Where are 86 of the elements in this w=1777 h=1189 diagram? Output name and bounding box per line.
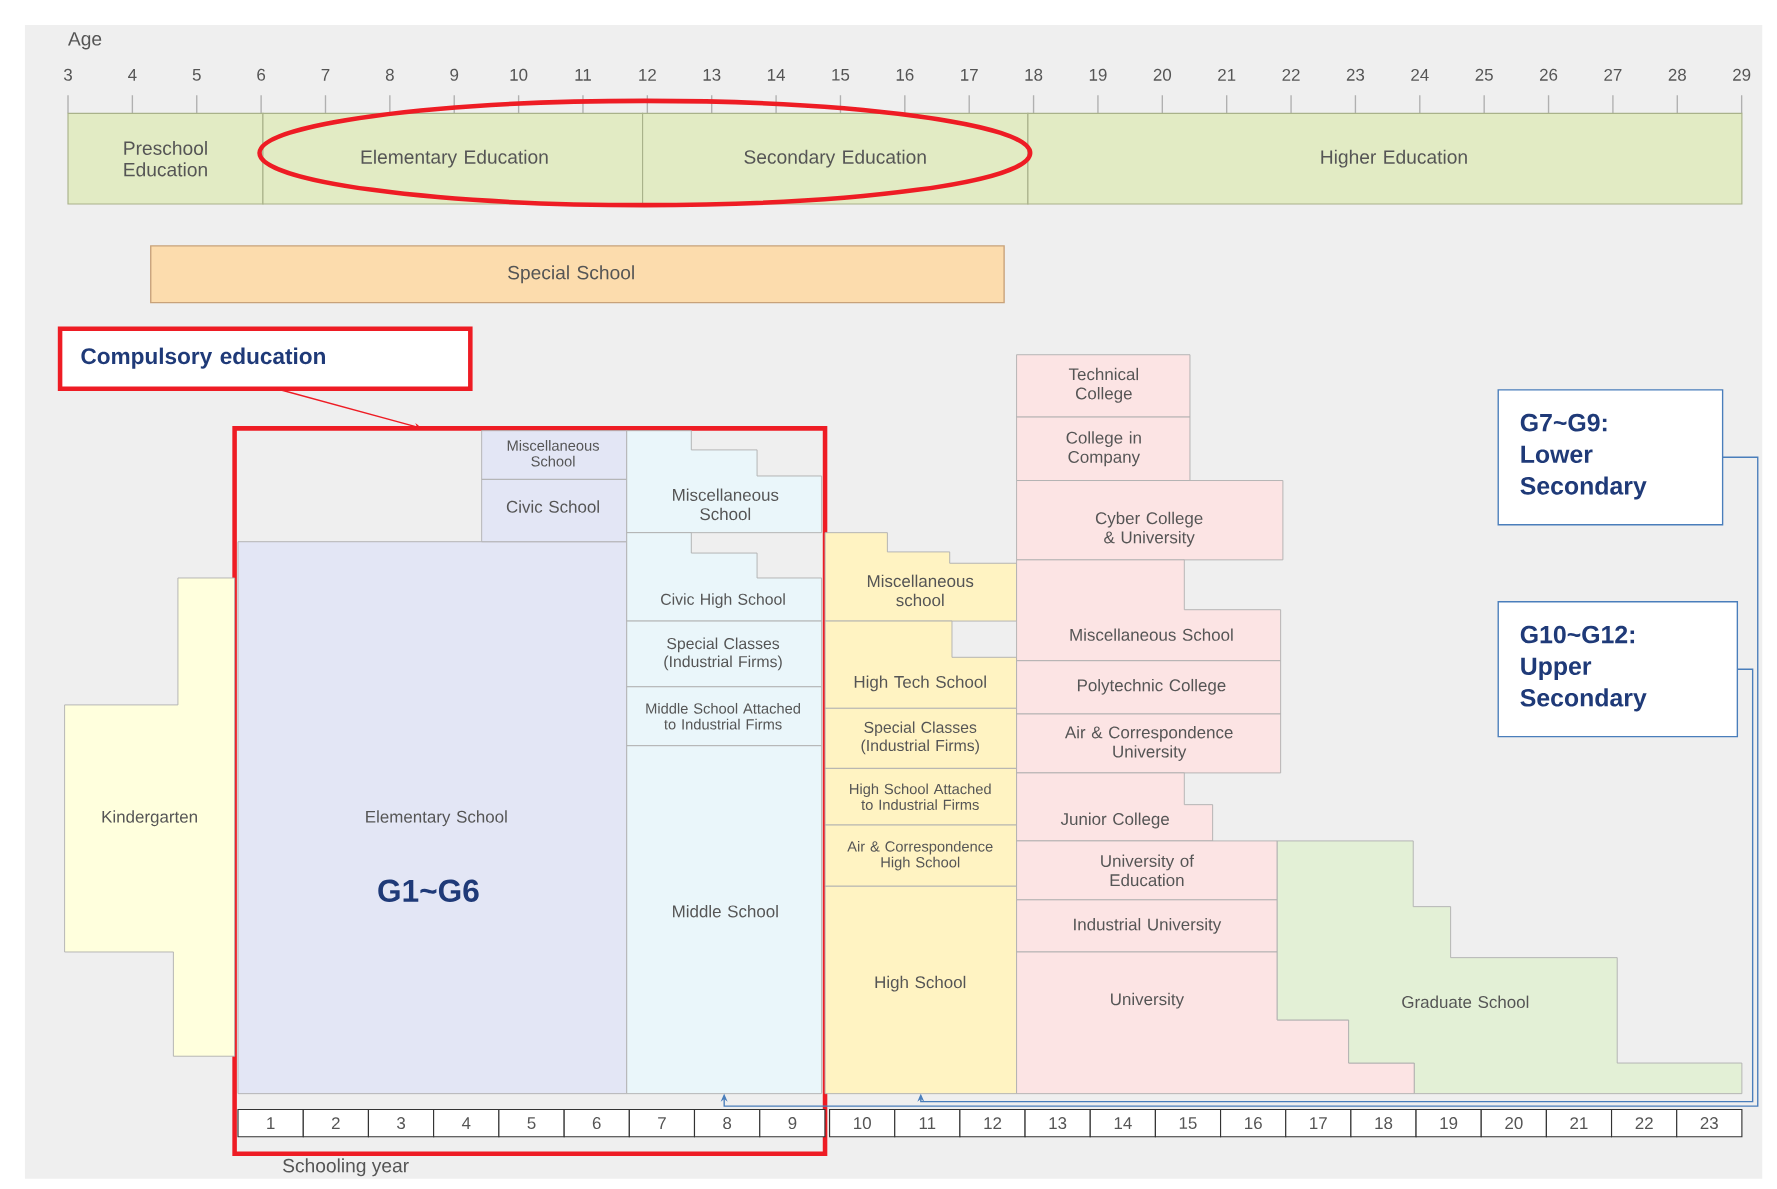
school-block: Industrial University — [1016, 899, 1278, 953]
axis-number: 12 — [639, 69, 656, 81]
school-block: Miscellaneous School — [626, 430, 823, 534]
year-cell: 2 — [302, 1109, 369, 1138]
year-cell: 11 — [894, 1109, 961, 1138]
axis-title: Schooling year — [283, 1158, 409, 1177]
school-block: University of Education — [1016, 840, 1278, 901]
year-cell: 10 — [829, 1109, 896, 1138]
stage-band: Elementary Education — [262, 112, 644, 205]
axis-number: 26 — [1539, 68, 1558, 81]
callout-box: G10~G12: Upper Secondary — [1497, 601, 1739, 738]
axis-number: 7 — [321, 69, 330, 81]
school-block: Technical College — [1016, 354, 1191, 418]
arrow — [917, 668, 1754, 1103]
axis-number: 18 — [1025, 68, 1043, 81]
stage-band: Higher Education — [1027, 112, 1743, 205]
year-cell: 20 — [1480, 1109, 1547, 1138]
school-block: Junior College — [1016, 772, 1214, 842]
school-block: Air & Correspondence University — [1016, 713, 1282, 774]
special-school-bar: Special School — [150, 245, 1005, 304]
axis-number: 27 — [1604, 69, 1622, 81]
axis-number: 4 — [128, 69, 137, 81]
school-block: Civic High School — [626, 532, 823, 622]
axis-number: 29 — [1733, 68, 1751, 81]
axis-number: 9 — [450, 68, 459, 81]
year-cell: 6 — [563, 1109, 630, 1138]
year-cell: 1 — [237, 1109, 304, 1138]
axis-number: 5 — [192, 69, 201, 81]
year-cell: 13 — [1024, 1109, 1091, 1138]
year-cell: 12 — [959, 1109, 1026, 1138]
year-cell: 22 — [1611, 1109, 1678, 1138]
axis-number: 25 — [1475, 68, 1493, 81]
stage-band: Preschool Education — [67, 112, 264, 205]
year-cell: 5 — [498, 1109, 565, 1138]
year-cell: 8 — [693, 1109, 761, 1138]
year-cell: 15 — [1154, 1109, 1222, 1138]
highlight-frame — [232, 426, 828, 1157]
year-cell: 19 — [1415, 1109, 1482, 1138]
school-block: Miscellaneous school — [824, 532, 1018, 622]
school-block: Miscellaneous School — [481, 430, 628, 480]
school-block: Graduate School — [1276, 840, 1743, 1095]
year-cell: 17 — [1285, 1109, 1352, 1138]
axis-number: 21 — [1218, 69, 1236, 81]
year-cell: 7 — [628, 1109, 696, 1138]
year-cell: 3 — [367, 1109, 435, 1138]
axis-number: 22 — [1282, 69, 1300, 81]
axis-number: 10 — [510, 68, 528, 81]
school-block: Special Classes (Industrial Firms) — [626, 620, 823, 688]
school-block: Civic School — [481, 479, 628, 543]
year-cell: 9 — [759, 1109, 826, 1138]
school-block: Special Classes (Industrial Firms) — [824, 707, 1018, 769]
school-block: Middle School Attached to Industrial Firms — [626, 686, 823, 747]
school-block: Kindergarten — [64, 577, 236, 1057]
school-block: High Tech School — [824, 620, 1018, 709]
axis-number: 6 — [257, 68, 266, 81]
year-cell: 14 — [1089, 1109, 1156, 1138]
axis-number: 19 — [1089, 68, 1107, 81]
school-block: College in Company — [1016, 416, 1191, 482]
axis-number: 13 — [703, 68, 721, 81]
axis-number: 8 — [385, 68, 394, 81]
axis-title: Age — [67, 32, 102, 50]
year-cell: 23 — [1676, 1109, 1743, 1138]
year-cell: 18 — [1350, 1109, 1417, 1138]
axis-number: 17 — [961, 69, 978, 81]
axis-number: 15 — [832, 69, 850, 81]
school-block: Miscellaneous School — [1016, 559, 1282, 662]
axis-number: 24 — [1411, 69, 1429, 81]
axis-number: 14 — [767, 69, 785, 81]
year-cell: 16 — [1220, 1109, 1287, 1138]
school-block: High School Attached to Industrial Firms — [824, 768, 1018, 826]
school-block: Polytechnic College — [1016, 660, 1282, 715]
school-block: Air & Correspondence High School — [824, 824, 1018, 887]
year-cell: 4 — [433, 1109, 500, 1138]
year-cell: 21 — [1545, 1109, 1613, 1138]
callout-box: Compulsory education — [57, 326, 473, 392]
axis-number: 3 — [63, 68, 72, 81]
arrow — [720, 456, 1759, 1107]
callout-box: G7~G9: Lower Secondary — [1497, 389, 1724, 526]
axis-number: 20 — [1153, 68, 1172, 81]
school-block: Elementary School G1~G6 — [237, 541, 628, 1095]
axis-number: 11 — [575, 69, 591, 81]
school-block: Cyber College & University — [1016, 480, 1284, 561]
stage-band: Secondary Education — [642, 112, 1029, 205]
axis-number: 28 — [1668, 68, 1686, 81]
axis-number: 16 — [896, 68, 914, 81]
axis-number: 23 — [1346, 68, 1365, 81]
